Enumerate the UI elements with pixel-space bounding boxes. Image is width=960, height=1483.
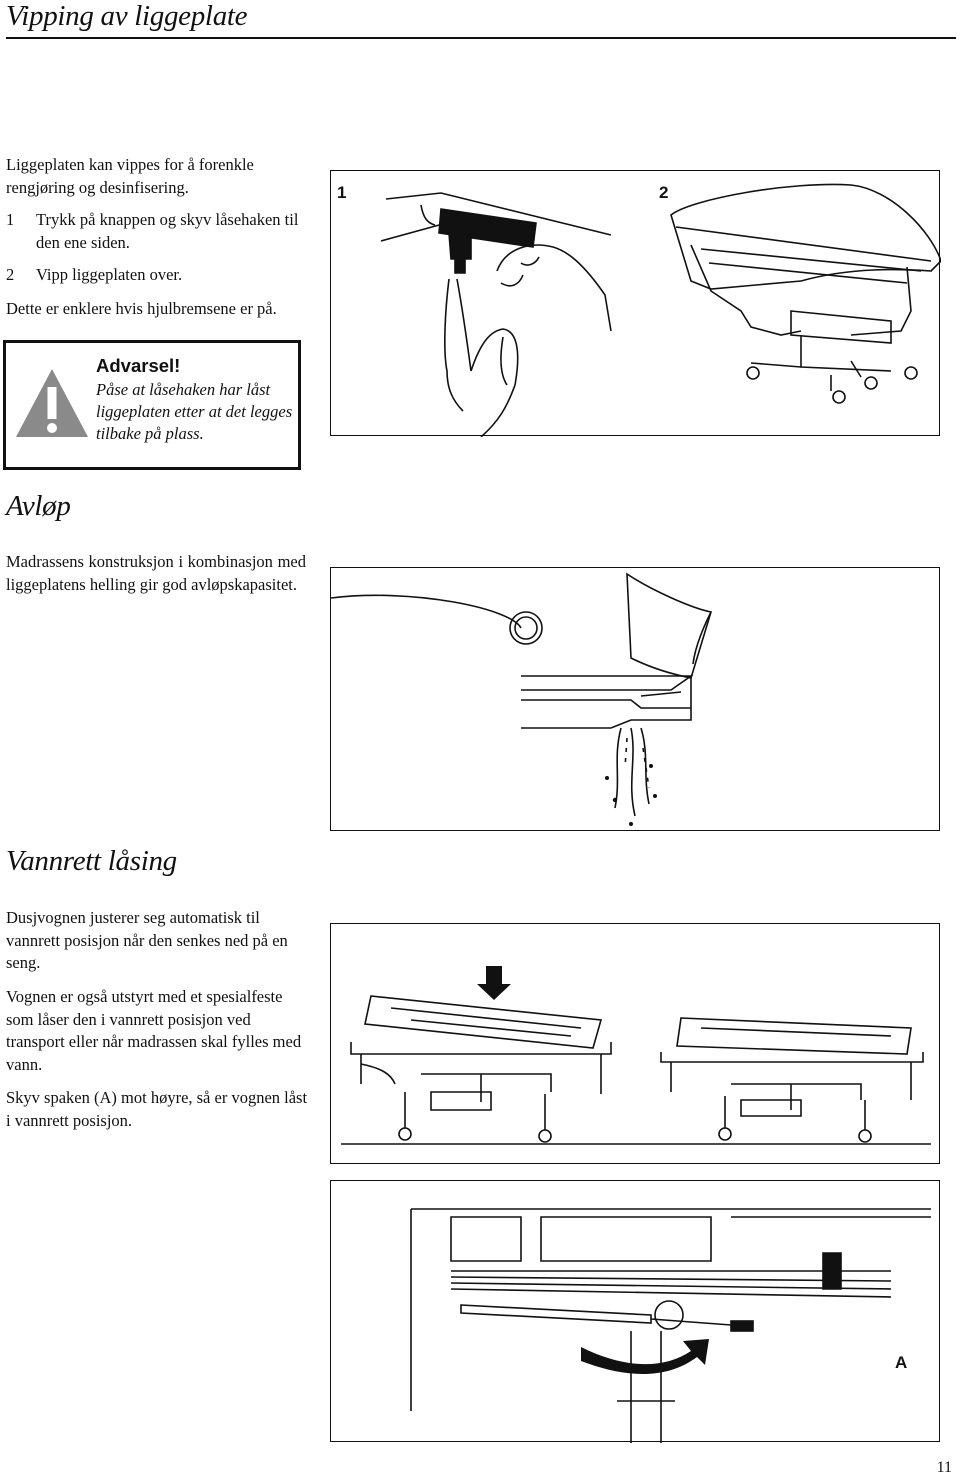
list-item: 1 Trykk på knappen og skyv låsehaken til… <box>6 209 316 254</box>
warning-heading: Advarsel! <box>96 355 181 376</box>
step-text: Vipp liggeplaten over. <box>36 265 183 285</box>
page-number: 11 <box>936 1459 952 1476</box>
lever-illustration <box>410 1208 931 1443</box>
warning-box: Advarsel! Påse at låsehaken har låst lig… <box>3 340 301 470</box>
drain-illustration <box>331 572 713 826</box>
down-arrow-icon <box>477 966 511 1000</box>
list-item: 2 Vipp liggeplaten over. <box>6 264 316 287</box>
step-number: 2 <box>6 265 15 285</box>
drain-figure <box>330 567 940 831</box>
brake-note: Dette er enklere hvis hjulbremsene er på… <box>6 299 277 318</box>
warning-triangle-icon <box>16 369 88 437</box>
title-rule <box>6 37 956 39</box>
lowering-illustration <box>341 966 931 1145</box>
drain-paragraph: Madrassens konstruksjon i kombinasjon me… <box>6 552 306 594</box>
lock-paragraph-3: Skyv spaken (A) mot høyre, så er vognen … <box>6 1088 308 1130</box>
section-title-horizontal-lock: Vannrett låsing <box>6 845 177 877</box>
lock-paragraph-1: Dusjvognen justerer seg automatisk til v… <box>6 908 288 973</box>
figure-label-2: 2 <box>659 183 669 202</box>
lock-paragraph-2: Vognen er også utstyrt med et spesialfes… <box>6 987 302 1074</box>
rotate-arrow-icon <box>581 1339 709 1374</box>
warning-text: Påse at låsehaken har låst liggeplaten e… <box>96 380 293 443</box>
intro-paragraph: Liggeplaten kan vippes for å forenkle re… <box>6 155 254 197</box>
tipping-illustration <box>380 183 941 437</box>
section-title-tipping: Vipping av liggeplate <box>6 0 248 32</box>
step-text: Trykk på knappen og skyv låsehaken til d… <box>36 210 299 252</box>
tipping-figure: 1 2 <box>330 170 941 437</box>
section-title-drain: Avløp <box>6 490 71 522</box>
figure-label-1: 1 <box>337 183 347 202</box>
step-list: 1 Trykk på knappen og skyv låsehaken til… <box>6 209 316 297</box>
step-number: 1 <box>6 210 15 229</box>
lever-figure: A <box>330 1180 940 1443</box>
lever-label-a: A <box>895 1353 908 1372</box>
lowering-figure <box>330 923 940 1164</box>
